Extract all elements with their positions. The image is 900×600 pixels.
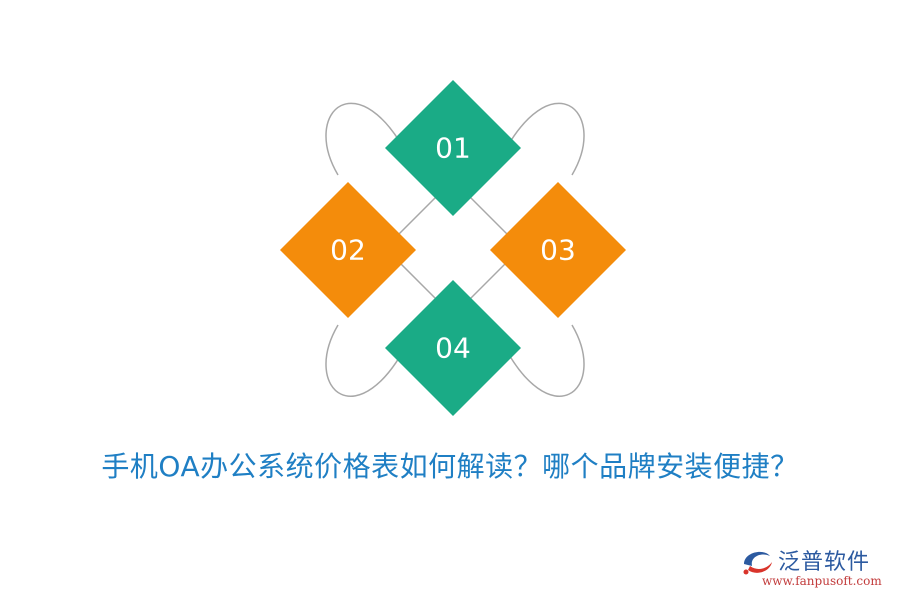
node-04-shape: [385, 280, 521, 416]
node-03-label: 03: [540, 234, 576, 267]
diagram: 01 02 03 04: [280, 80, 626, 416]
connector-loop-bottom: [325, 324, 585, 397]
brand-logo: 泛普软件 www.fanpusoft.com: [740, 542, 890, 594]
node-01-label: 01: [435, 132, 471, 165]
node-04-label: 04: [435, 332, 471, 365]
node-04: 04: [385, 280, 521, 416]
connector-loop-top: [325, 102, 585, 176]
logo-url: www.fanpusoft.com: [762, 574, 882, 588]
node-03-shape: [490, 182, 626, 318]
page-title: 手机OA办公系统价格表如何解读？哪个品牌安装便捷？: [101, 450, 799, 483]
node-03: 03: [490, 182, 626, 318]
logo-name: 泛普软件: [778, 550, 871, 575]
node-01: 01: [385, 80, 521, 216]
node-01-shape: [385, 80, 521, 216]
node-02: 02: [280, 182, 416, 318]
logo-swirl-icon: [743, 551, 772, 575]
node-02-shape: [280, 182, 416, 318]
node-02-label: 02: [330, 234, 366, 267]
